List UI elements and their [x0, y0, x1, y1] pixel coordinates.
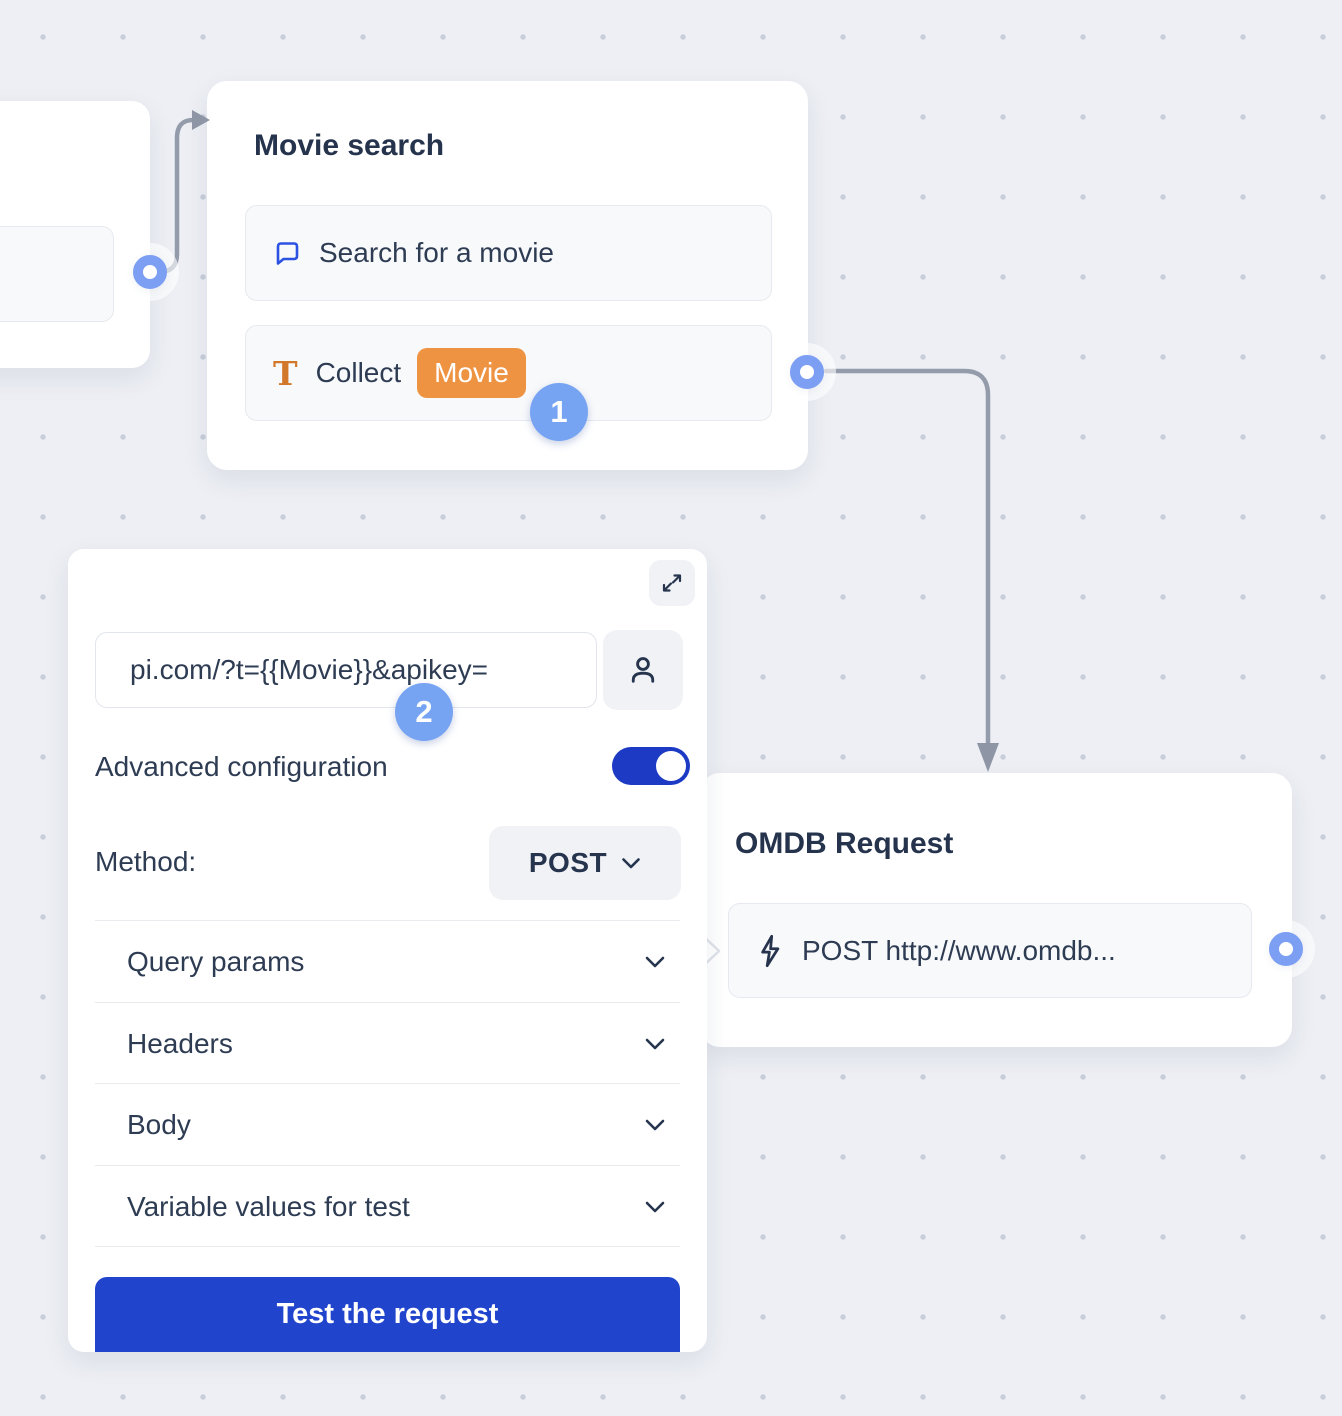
section-label: Variable values for test — [127, 1190, 410, 1222]
variables-button[interactable] — [603, 630, 683, 710]
node-title: OMDB Request — [735, 827, 954, 860]
expand-icon — [660, 571, 684, 595]
chevron-down-icon — [644, 955, 666, 969]
partial-node-row[interactable] — [0, 226, 114, 322]
expand-button[interactable] — [649, 560, 695, 606]
chevron-down-icon — [644, 1200, 666, 1214]
variable-chip-movie[interactable]: Movie — [417, 348, 526, 398]
collect-block-label: Collect — [315, 357, 402, 388]
partial-node-card[interactable] — [0, 101, 150, 368]
step-badge-2: 2 — [395, 683, 453, 741]
omdb-request-node[interactable]: OMDB Request POST http://www.omdb... — [699, 773, 1292, 1047]
connection-port-out-left-node[interactable] — [133, 255, 167, 289]
message-block-row[interactable]: Search for a movie — [245, 205, 772, 301]
section-body[interactable]: Body — [95, 1084, 680, 1165]
movie-search-node[interactable]: Movie search Search for a movie T Collec… — [207, 81, 808, 470]
section-variable-values[interactable]: Variable values for test — [95, 1166, 680, 1247]
connector — [823, 368, 991, 747]
text-input-icon: T — [273, 353, 298, 393]
test-request-button[interactable]: Test the request — [95, 1277, 680, 1352]
divider — [95, 920, 680, 921]
chevron-down-icon — [644, 1118, 666, 1132]
connector — [148, 117, 196, 275]
section-label: Headers — [127, 1027, 233, 1059]
connection-port-out-omdb-node[interactable] — [1269, 932, 1303, 966]
advanced-configuration-label: Advanced configuration — [95, 751, 388, 782]
advanced-configuration-toggle[interactable] — [612, 747, 690, 785]
webhook-block-row[interactable]: POST http://www.omdb... — [728, 903, 1252, 998]
connector-arrowhead — [977, 743, 999, 772]
section-headers[interactable]: Headers — [95, 1003, 680, 1084]
person-icon — [625, 652, 661, 688]
divider — [95, 1083, 680, 1084]
webhook-config-panel[interactable]: 2 Advanced configuration Method: POST Qu… — [68, 549, 707, 1352]
section-label: Body — [127, 1108, 191, 1140]
divider — [95, 1246, 680, 1247]
message-block-label: Search for a movie — [319, 237, 554, 268]
step-badge-1: 1 — [530, 383, 588, 441]
chat-bubble-icon — [273, 239, 301, 267]
toggle-knob — [656, 751, 686, 781]
lightning-bolt-icon — [756, 934, 784, 968]
divider — [95, 1165, 680, 1166]
divider — [95, 1002, 680, 1003]
webhook-block-label: POST http://www.omdb... — [802, 934, 1116, 966]
method-value: POST — [528, 847, 608, 878]
url-input[interactable] — [95, 632, 597, 708]
section-query-params[interactable]: Query params — [95, 921, 680, 1002]
collect-block-row[interactable]: T Collect Movie — [245, 325, 772, 421]
chevron-down-icon — [621, 857, 641, 870]
method-label: Method: — [95, 846, 197, 877]
chevron-down-icon — [644, 1037, 666, 1051]
connection-port-out-movie-node[interactable] — [790, 355, 824, 389]
section-label: Query params — [127, 945, 305, 977]
method-select[interactable]: POST — [489, 826, 681, 900]
node-title: Movie search — [254, 129, 445, 162]
